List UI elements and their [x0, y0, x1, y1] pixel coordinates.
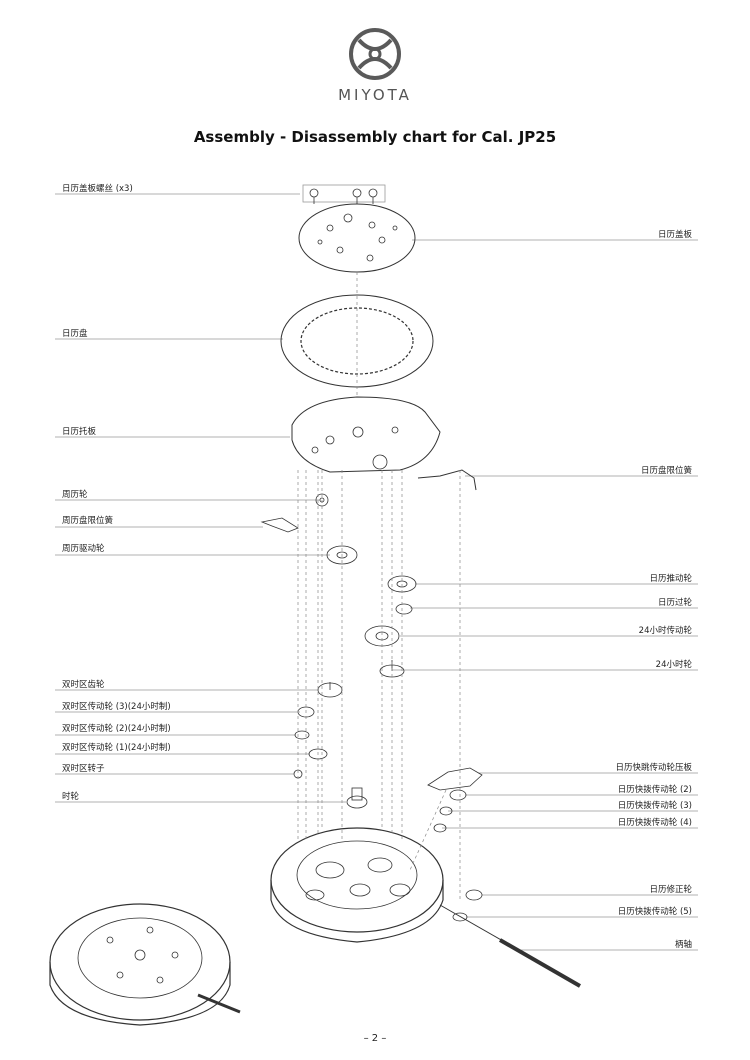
label-winding-stem: 柄轴: [674, 940, 692, 950]
label-dual-time-transmission-1: 双时区传动轮 (1)(24小时制): [62, 743, 171, 753]
label-date-cover-screw: 日历盖板螺丝 (x3): [62, 184, 133, 194]
label-week-jumper: 周历盘限位簧: [62, 516, 114, 526]
label-dual-time-gear: 双时区齿轮: [62, 680, 105, 690]
label-hour24-transmission-wheel: 24小时传动轮: [638, 626, 692, 636]
label-date-cover: 日历盖板: [657, 230, 692, 240]
label-date-driving-wheel: 日历推动轮: [649, 574, 692, 584]
label-dual-time-transmission-2: 双时区传动轮 (2)(24小时制): [62, 724, 171, 734]
label-date-jumper: 日历盘限位簧: [640, 466, 692, 476]
label-date-corrector-wheel: 日历修正轮: [649, 885, 692, 895]
label-hour24-wheel: 24小时轮: [655, 660, 692, 670]
label-quick-date-wheel-3: 日历快拨传动轮 (3): [617, 801, 692, 811]
label-week-wheel: 周历轮: [62, 490, 88, 500]
brand-name: MIYOTA: [338, 86, 412, 104]
label-hour-wheel: 时轮: [62, 792, 80, 802]
label-date-support: 日历托板: [62, 427, 97, 437]
label-quick-date-wheel-5: 日历快拨传动轮 (5): [617, 907, 692, 917]
screw-icon: [309, 188, 378, 204]
label-dual-time-rotor: 双时区转子: [62, 764, 105, 774]
label-week-driving-wheel: 周历驱动轮: [62, 544, 105, 554]
label-dual-time-transmission-3: 双时区传动轮 (3)(24小时制): [62, 702, 171, 712]
page-title: Assembly - Disassembly chart for Cal. JP…: [193, 128, 557, 146]
page-number: – 2 –: [363, 1033, 387, 1044]
label-date-disc: 日历盘: [62, 329, 88, 339]
label-quick-date-wheel-2: 日历快拨传动轮 (2): [617, 785, 692, 795]
label-date-intermediate-wheel: 日历过轮: [657, 598, 692, 608]
label-quick-date-plate: 日历快跳传动轮压板: [615, 763, 692, 773]
miyota-logo: [349, 28, 401, 80]
label-quick-date-wheel-4: 日历快拨传动轮 (4): [617, 818, 692, 828]
